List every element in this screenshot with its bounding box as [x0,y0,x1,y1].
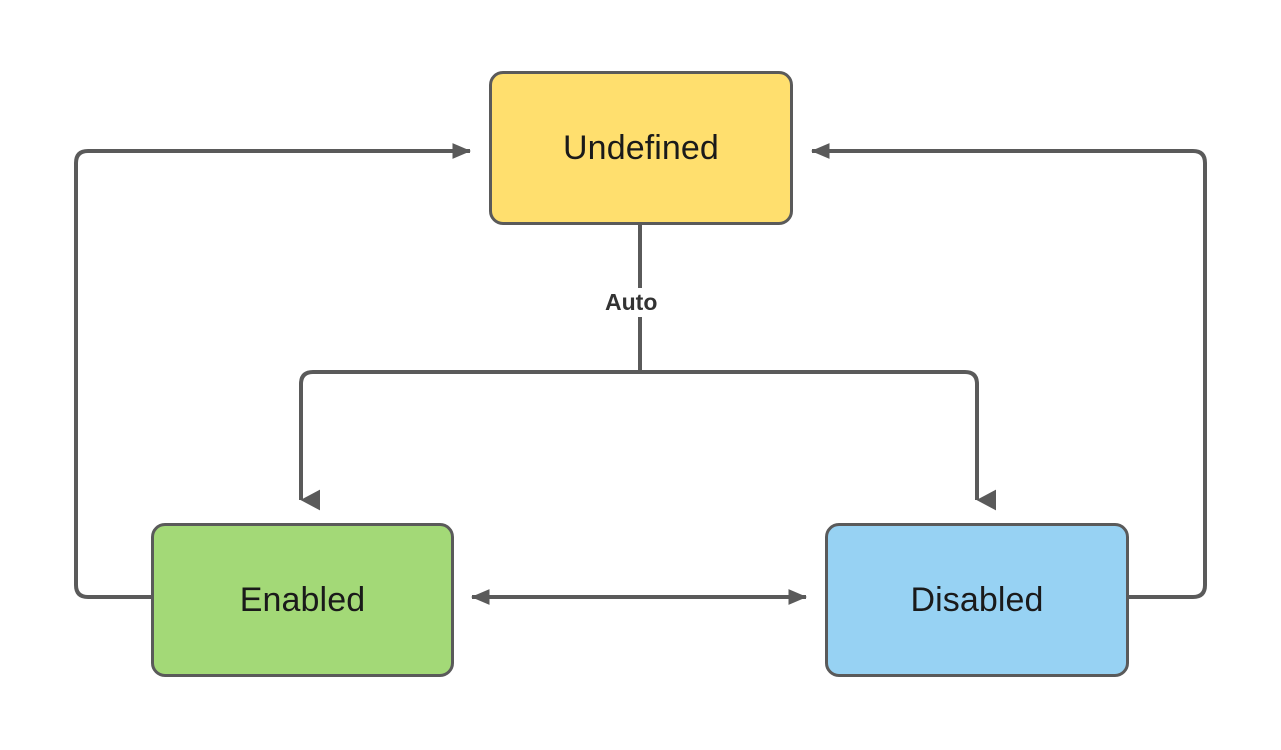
edge-undefined-to-enabled [299,370,640,511]
state-node-enabled[interactable]: Enabled [151,523,454,677]
state-node-disabled-label: Disabled [910,581,1044,619]
state-node-undefined[interactable]: Undefined [489,71,793,225]
state-node-enabled-label: Enabled [239,581,366,619]
edge-undefined-to-disabled [640,370,996,511]
edge-disabled-to-undefined [811,143,1207,599]
state-node-undefined-label: Undefined [563,129,719,167]
edge-enabled-to-undefined [74,143,471,599]
edge-label-auto: Auto [598,288,665,318]
state-node-disabled[interactable]: Disabled [825,523,1129,677]
